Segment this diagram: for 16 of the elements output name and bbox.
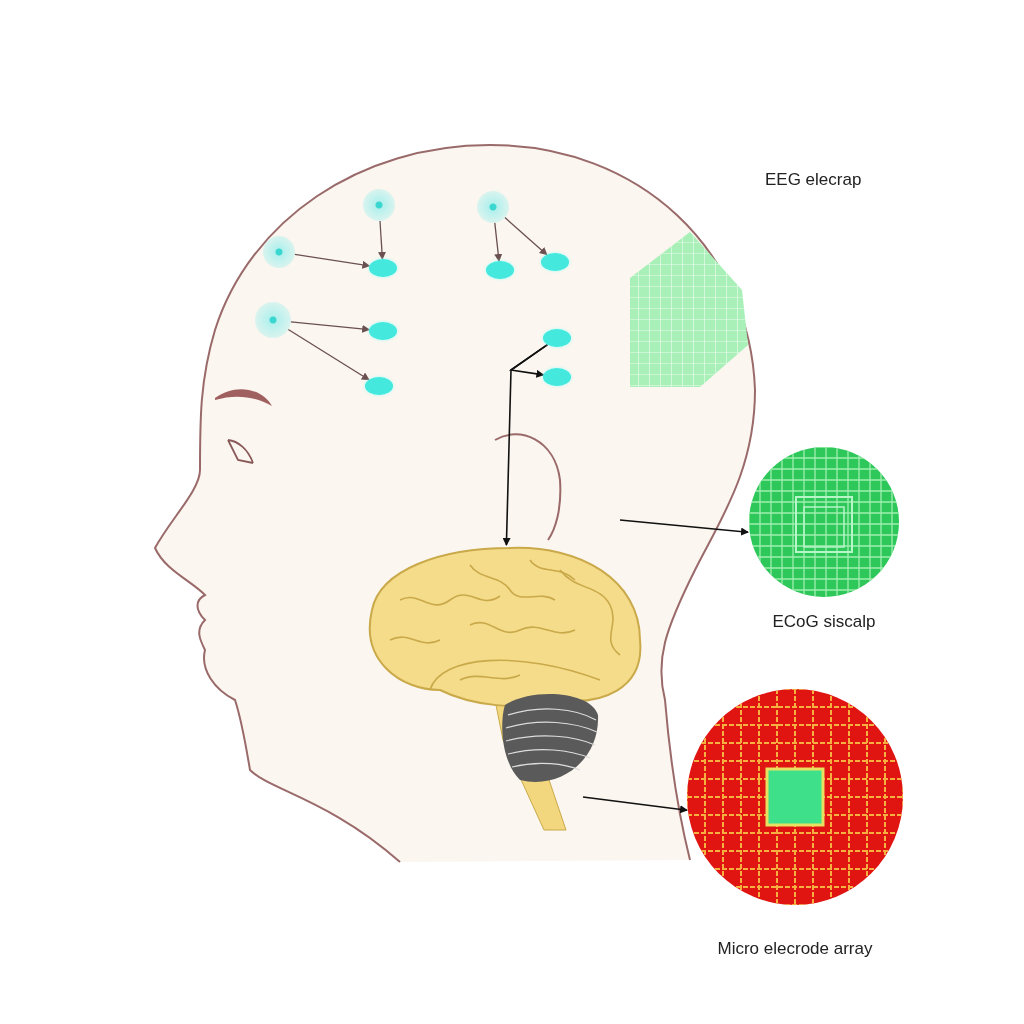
disc-caption: Micro elecrode array <box>716 939 874 959</box>
arrow <box>290 321 371 333</box>
electrode-glow-dot <box>363 189 395 221</box>
arrow <box>582 796 688 814</box>
electrode-glow-dot <box>477 191 509 223</box>
arrow <box>508 343 549 378</box>
arrow <box>294 253 371 269</box>
arrow <box>504 216 548 256</box>
arrow <box>287 328 370 381</box>
electrode-glow-dot <box>255 302 291 338</box>
arrow <box>494 222 503 262</box>
arrow <box>619 519 749 536</box>
disc-caption: ECoG siscalp <box>771 612 877 632</box>
arrow <box>377 220 386 260</box>
label-text: EEG elecrap <box>765 170 862 190</box>
electrode-glow-dot <box>263 236 295 268</box>
